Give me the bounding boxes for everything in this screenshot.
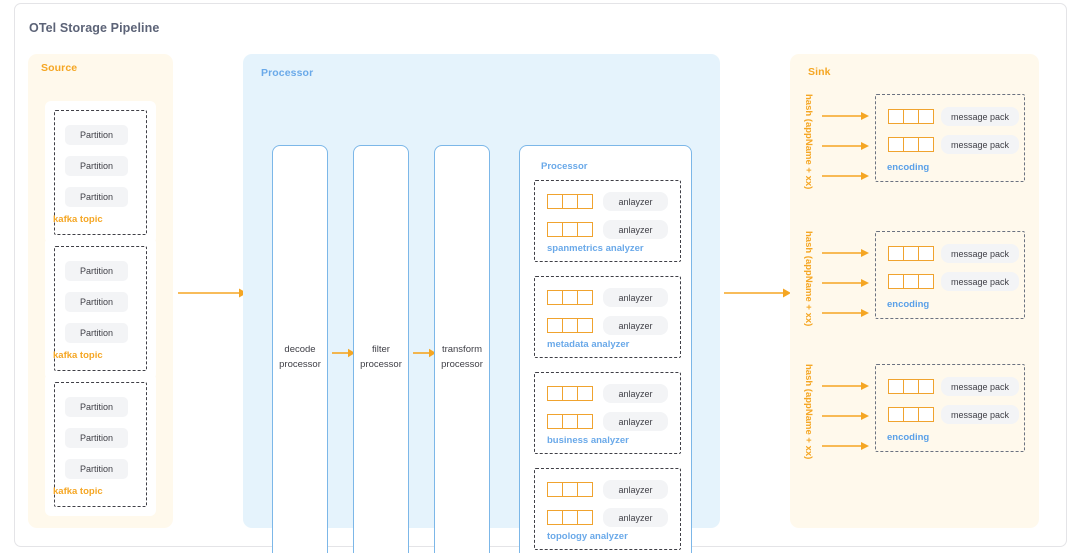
grid-icon [888,407,934,422]
kafka-topic-card[interactable]: Partition Partition Partition kafka topi… [45,237,156,380]
arrow-source-to-processor [178,288,247,298]
encoding-box[interactable]: message pack message pack encoding [875,364,1025,452]
processor-stage-transform[interactable]: transform processor [434,145,490,553]
processor-stage-line2: processor [360,359,402,370]
source-panel-label: Source [41,62,78,74]
hash-fanout-arrows [822,382,869,450]
grid-icon [547,386,593,401]
kafka-topic-dashed-border [54,246,147,371]
partition-item[interactable]: Partition [65,323,128,343]
encoding-box[interactable]: message pack message pack encoding [875,94,1025,182]
sink-panel-label: Sink [808,66,831,78]
sink-panel: Sink hash (appName + xx) message pack me… [790,54,1039,528]
processor-stage-decode[interactable]: decode processor [272,145,328,553]
processor-stage-filter[interactable]: filter processor [353,145,409,553]
encoding-box[interactable]: message pack message pack encoding [875,231,1025,319]
analyzer-pill[interactable]: anlayzer [603,316,668,335]
partition-item[interactable]: Partition [65,397,128,417]
processor-stage-line1: filter [372,344,390,355]
kafka-topic-label: kafka topic [53,350,103,361]
grid-icon [547,482,593,497]
encoding-label: encoding [887,432,930,443]
processor-panel-label: Processor [261,67,314,79]
grid-icon [888,246,934,261]
analyzer-pill[interactable]: anlayzer [603,192,668,211]
arrow-decode-to-filter [332,348,355,358]
message-pack-pill[interactable]: message pack [941,135,1019,154]
sink-group: hash (appName + xx) message pack message… [790,364,1039,468]
message-pack-pill[interactable]: message pack [941,244,1019,263]
analyzer-pill[interactable]: anlayzer [603,220,668,239]
analyzer-group-metadata[interactable]: anlayzer anlayzer metadata analyzer [534,276,681,358]
grid-icon [547,222,593,237]
kafka-topic-card[interactable]: Partition Partition Partition kafka topi… [45,101,156,244]
arrow-processor-to-sink [724,288,791,298]
encoding-label: encoding [887,299,930,310]
grid-icon [547,510,593,525]
hash-label: hash (appName + xx) [803,231,814,327]
partition-item[interactable]: Partition [65,125,128,145]
kafka-topic-card[interactable]: Partition Partition Partition kafka topi… [45,373,156,516]
grid-icon [888,274,934,289]
hash-fanout-arrows [822,112,869,180]
partition-item[interactable]: Partition [65,428,128,448]
partition-item[interactable]: Partition [65,187,128,207]
grid-icon [547,290,593,305]
arrow-filter-to-transform [413,348,436,358]
analyzer-group-topology[interactable]: anlayzer anlayzer topology analyzer [534,468,681,550]
processor-stage-line1: decode [284,344,316,355]
grid-icon [547,414,593,429]
analyzer-group-label: topology analyzer [547,531,628,542]
grid-icon [547,194,593,209]
hash-fanout-arrows [822,249,869,317]
processor-stage-text: decode processor [273,342,327,372]
analyzer-pill[interactable]: anlayzer [603,384,668,403]
hash-label: hash (appName + xx) [803,94,814,190]
grid-icon [888,137,934,152]
processor-stage-line2: processor [279,359,321,370]
analyzer-pill[interactable]: anlayzer [603,412,668,431]
processor-inner-container: Processor anlayzer anlayzer spanmetrics … [519,145,692,553]
sink-group: hash (appName + xx) message pack message… [790,94,1039,198]
kafka-topic-label: kafka topic [53,486,103,497]
analyzer-group-spanmetrics[interactable]: anlayzer anlayzer spanmetrics analyzer [534,180,681,262]
partition-item[interactable]: Partition [65,261,128,281]
message-pack-pill[interactable]: message pack [941,107,1019,126]
processor-stage-line2: processor [441,359,483,370]
partition-item[interactable]: Partition [65,292,128,312]
processor-stage-line1: transform [441,344,483,355]
analyzer-group-label: business analyzer [547,435,629,446]
message-pack-pill[interactable]: message pack [941,377,1019,396]
analyzer-pill[interactable]: anlayzer [603,508,668,527]
processor-stage-text: transform processor [435,342,489,372]
processor-stage-text: filter processor [354,342,408,372]
processor-panel: Processor decode processor filter proces… [243,54,720,553]
analyzer-pill[interactable]: anlayzer [603,480,668,499]
grid-icon [547,318,593,333]
sink-group: hash (appName + xx) message pack message… [790,231,1039,335]
encoding-label: encoding [887,162,930,173]
kafka-topic-label: kafka topic [53,214,103,225]
page-title: OTel Storage Pipeline [29,21,160,35]
analyzer-pill[interactable]: anlayzer [603,288,668,307]
grid-icon [888,379,934,394]
partition-item[interactable]: Partition [65,459,128,479]
partition-item[interactable]: Partition [65,156,128,176]
analyzer-group-business[interactable]: anlayzer anlayzer business analyzer [534,372,681,454]
analyzer-group-label: metadata analyzer [547,339,630,350]
processor-inner-label: Processor [541,161,588,172]
kafka-topic-dashed-border [54,110,147,235]
grid-icon [888,109,934,124]
message-pack-pill[interactable]: message pack [941,272,1019,291]
source-panel: Source Partition Partition Partition kaf… [28,54,173,528]
message-pack-pill[interactable]: message pack [941,405,1019,424]
kafka-topic-dashed-border [54,382,147,507]
analyzer-group-label: spanmetrics analyzer [547,243,644,254]
hash-label: hash (appName + xx) [803,364,814,460]
